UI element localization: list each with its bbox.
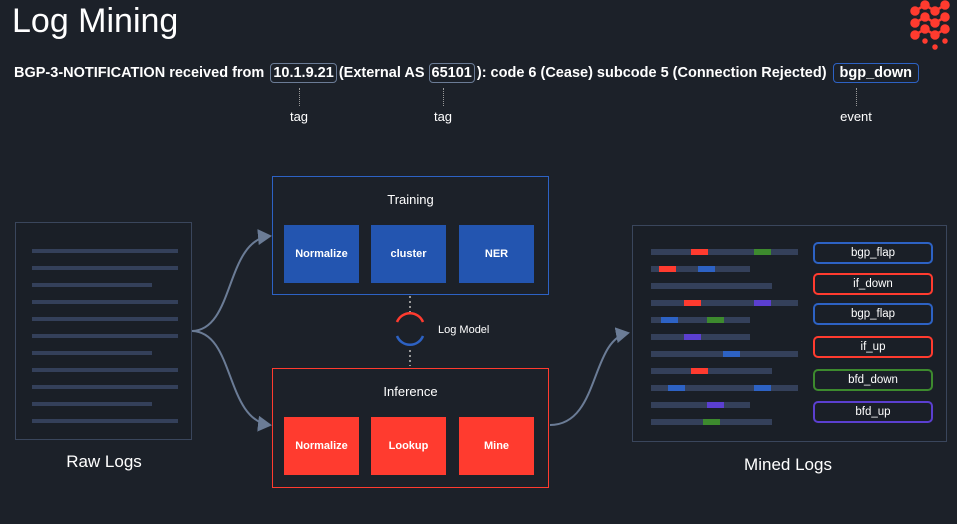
highlight-segment <box>698 266 715 272</box>
ip-tag: 10.1.9.21 <box>270 63 337 83</box>
event-label-bgp-flap: bgp_flap <box>813 303 933 325</box>
raw-logs-label: Raw Logs <box>66 452 142 471</box>
log-message: BGP-3-NOTIFICATION received from 10.1.9.… <box>14 63 921 83</box>
raw-logs-panel <box>15 222 192 440</box>
event-label-bgp-flap: bgp_flap <box>813 242 933 264</box>
raw-log-line <box>32 266 178 270</box>
mined-log-line <box>651 402 750 408</box>
highlight-segment <box>661 317 678 323</box>
raw-log-line <box>32 402 152 406</box>
event-label-if-down: if_down <box>813 273 933 295</box>
refresh-icon <box>395 312 425 346</box>
log-model-label: Log Model <box>438 324 490 336</box>
mined-log-line <box>651 351 798 357</box>
logo-icon <box>910 0 950 50</box>
event-label-bfd-up: bfd_up <box>813 401 933 423</box>
raw-log-line <box>32 283 152 287</box>
connector <box>299 88 300 106</box>
raw-log-line <box>32 419 178 423</box>
inference-step-normalize: Normalize <box>284 417 359 475</box>
annotation-label: tag <box>433 109 453 124</box>
highlight-segment <box>754 300 771 306</box>
annotation-label: tag <box>289 109 309 124</box>
training-step-cluster: cluster <box>371 225 446 283</box>
event-label-bfd-down: bfd_down <box>813 369 933 391</box>
training-step-normalize: Normalize <box>284 225 359 283</box>
highlight-segment <box>754 385 771 391</box>
raw-log-line <box>32 334 178 338</box>
event-label-if-up: if_up <box>813 336 933 358</box>
raw-log-line <box>32 368 178 372</box>
inference-step-lookup: Lookup <box>371 417 446 475</box>
mined-log-line <box>651 266 750 272</box>
mined-log-line <box>651 249 798 255</box>
training-step-ner: NER <box>459 225 534 283</box>
connector <box>856 88 857 106</box>
mined-log-line <box>651 317 750 323</box>
raw-log-line <box>32 385 178 389</box>
mined-log-line <box>651 419 772 425</box>
highlight-segment <box>703 419 720 425</box>
highlight-segment <box>684 300 701 306</box>
raw-log-line <box>32 249 178 253</box>
message-text: BGP-3-NOTIFICATION received from <box>14 65 265 81</box>
training-box: Training Normalize cluster NER <box>272 176 549 295</box>
highlight-segment <box>723 351 740 357</box>
message-text: ): code 6 (Cease) subcode 5 (Connection … <box>476 65 827 81</box>
raw-log-line <box>32 317 178 321</box>
mined-log-line <box>651 334 750 340</box>
message-text: (External AS <box>338 65 425 81</box>
raw-log-line <box>32 351 152 355</box>
raw-log-line <box>32 300 178 304</box>
highlight-segment <box>691 249 708 255</box>
highlight-segment <box>659 266 676 272</box>
connector <box>443 88 444 106</box>
mined-log-line <box>651 385 798 391</box>
page-title: Log Mining <box>12 2 179 40</box>
mined-log-line <box>651 300 798 306</box>
highlight-segment <box>707 317 724 323</box>
mined-logs-panel <box>632 225 947 442</box>
mined-log-line <box>651 283 772 289</box>
inference-step-mine: Mine <box>459 417 534 475</box>
inference-title: Inference <box>383 384 438 399</box>
highlight-segment <box>707 402 724 408</box>
training-title: Training <box>387 192 434 207</box>
inference-box: Inference Normalize Lookup Mine <box>272 368 549 488</box>
mined-log-line <box>651 368 772 374</box>
event-tag: bgp_down <box>832 63 920 83</box>
as-tag: 65101 <box>428 63 475 83</box>
mined-logs-label: Mined Logs <box>744 455 832 474</box>
highlight-segment <box>691 368 708 374</box>
highlight-segment <box>668 385 685 391</box>
highlight-segment <box>684 334 701 340</box>
annotation-label: event <box>840 109 872 124</box>
highlight-segment <box>754 249 771 255</box>
